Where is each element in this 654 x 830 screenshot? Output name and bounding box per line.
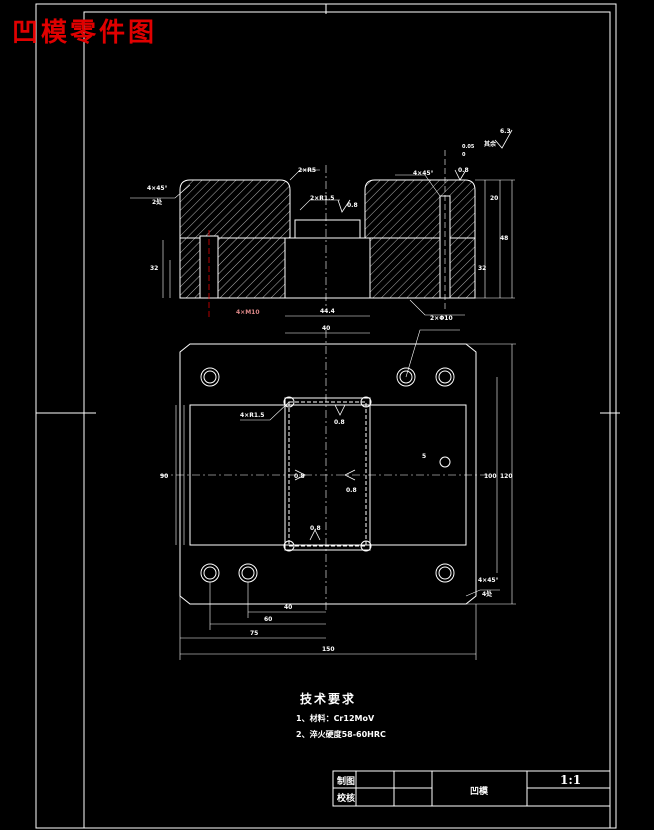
front-chamfer-left: 4×45° — [147, 185, 168, 192]
front-chamfer-right: 4×45° — [413, 170, 434, 177]
top-dim-right1: 100 — [484, 473, 497, 480]
front-dim-r2: 32 — [478, 265, 486, 272]
front-radius-top: 2×R5 — [298, 167, 316, 174]
front-dim-width: 44.4 — [320, 308, 335, 315]
front-roughness-c: 6.3 — [500, 128, 511, 135]
top-dim-right2: 120 — [500, 473, 513, 480]
front-view: 4×45° 2处 2×R5 2×R1.5 0.8 44.4 32 4×M10 4… — [130, 128, 515, 322]
top-chamfer-sub: 4处 — [482, 590, 493, 598]
top-view-labels: 40 4×R1.5 0.8 0.8 0.8 0.8 90 5 100 120 4… — [160, 325, 513, 653]
top-dim-small: 5 — [422, 453, 426, 460]
front-dim-r1: 20 — [490, 195, 498, 202]
top-view — [160, 329, 516, 660]
front-tol-top: 0.05 — [462, 144, 475, 150]
top-dim-b2: 60 — [264, 616, 272, 623]
top-dim-b4: 150 — [322, 646, 335, 653]
top-dim-b1: 40 — [284, 604, 292, 611]
front-dim-height-left: 32 — [150, 265, 158, 272]
sheet-frame — [35, 3, 620, 829]
top-dim-b3: 75 — [250, 630, 258, 637]
top-roughness-right: 0.8 — [346, 487, 357, 494]
drawing-title: 凹模零件图 — [12, 18, 158, 48]
top-radius: 4×R1.5 — [240, 412, 264, 419]
front-roughness-a: 0.8 — [347, 202, 358, 209]
front-pin-hole: 2×Φ10 — [430, 315, 453, 322]
top-roughness-bottom: 0.8 — [310, 525, 321, 532]
front-tol-bot: 0 — [462, 152, 466, 158]
checked-label: 校核 — [337, 794, 356, 804]
top-dim-top: 40 — [322, 325, 330, 332]
title-block — [332, 770, 611, 807]
part-name: 凹模 — [470, 787, 489, 797]
scale-value: 1:1 — [560, 773, 582, 787]
front-roughness-b: 0.8 — [458, 167, 469, 174]
requirements-title: 技术要求 — [300, 692, 357, 706]
drawn-label: 制图 — [337, 777, 356, 787]
front-radius-cut: 2×R1.5 — [310, 195, 334, 202]
front-dim-r3: 48 — [500, 235, 508, 242]
front-other: 其余 — [484, 140, 497, 148]
top-roughness-top: 0.8 — [334, 419, 345, 426]
requirement-item-1: 1、材料：Cr12MoV — [296, 714, 375, 723]
top-chamfer: 4×45° — [478, 577, 499, 584]
front-thread: 4×M10 — [236, 309, 260, 316]
top-dim-left: 90 — [160, 473, 168, 480]
top-roughness-mid: 0.8 — [294, 473, 305, 480]
front-chamfer-left-sub: 2处 — [152, 198, 163, 206]
requirement-item-2: 2、淬火硬度58-60HRC — [296, 730, 386, 739]
